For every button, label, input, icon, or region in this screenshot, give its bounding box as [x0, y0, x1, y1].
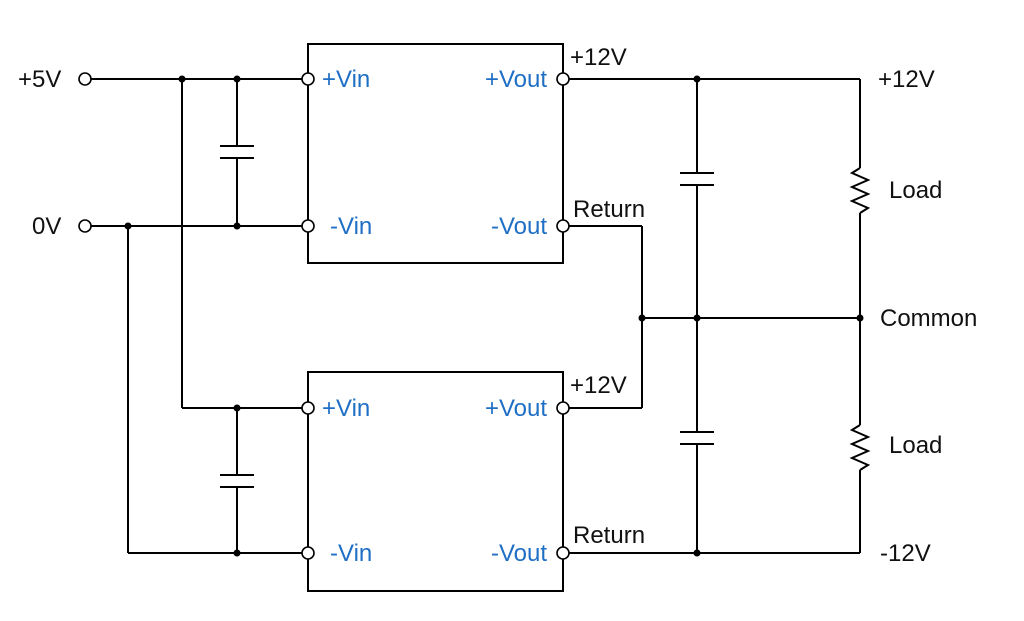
output-capacitor-bottom [680, 318, 714, 553]
load-resistor-bottom [849, 318, 871, 553]
top-vin-minus-label: -Vin [330, 213, 372, 240]
top-out-plus-label: +12V [570, 44, 627, 71]
bottom-out-plus-label: +12V [570, 372, 627, 399]
converter-top-box [307, 43, 564, 264]
output-common-label: Common [880, 305, 977, 332]
input-zero-label: 0V [32, 213, 61, 240]
input-capacitor-top [220, 79, 254, 226]
output-wiring [568, 78, 860, 554]
load-top-label: Load [889, 177, 942, 204]
bottom-vin-minus-label: -Vin [330, 540, 372, 567]
bottom-vin-plus-label: +Vin [322, 395, 370, 422]
converter-bottom-box [307, 371, 564, 592]
junction-dots [124, 75, 864, 557]
output-minus-label: -12V [880, 540, 931, 567]
output-capacitor-top [680, 79, 714, 318]
load-resistor-top [849, 79, 871, 318]
top-out-minus-label: Return [573, 196, 645, 223]
input-plus-label: +5V [18, 66, 61, 93]
top-vout-minus-label: -Vout [491, 213, 547, 240]
load-bottom-label: Load [889, 432, 942, 459]
input-wiring [91, 78, 302, 554]
top-vout-plus-label: +Vout [485, 66, 547, 93]
bottom-out-minus-label: Return [573, 522, 645, 549]
terminals [78, 72, 570, 560]
input-capacitor-bottom [220, 408, 254, 553]
bottom-vout-minus-label: -Vout [491, 540, 547, 567]
output-plus-label: +12V [878, 66, 935, 93]
bottom-vout-plus-label: +Vout [485, 395, 547, 422]
top-vin-plus-label: +Vin [322, 66, 370, 93]
